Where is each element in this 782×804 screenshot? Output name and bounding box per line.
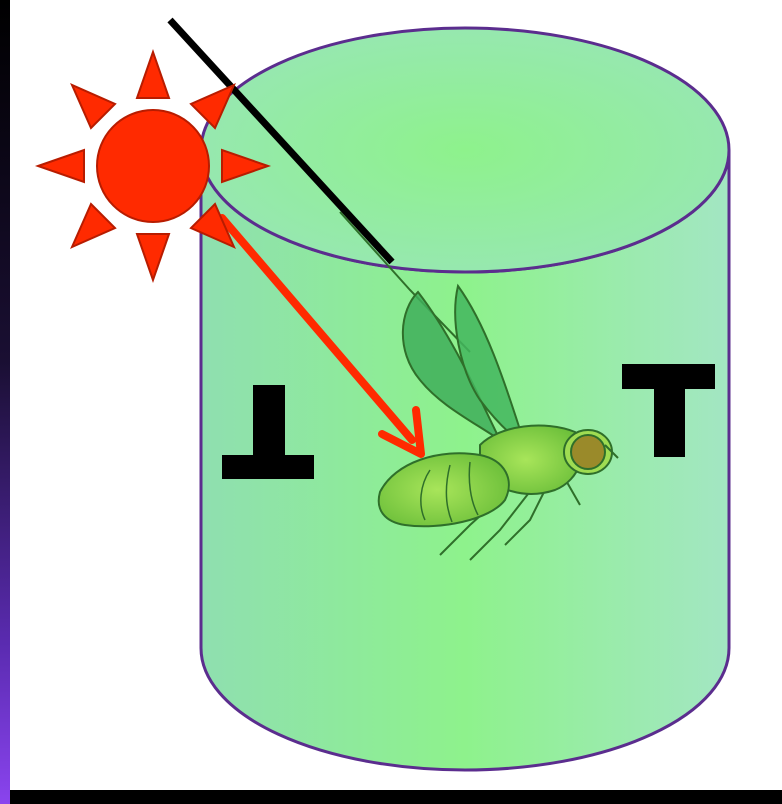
cylinder-top xyxy=(201,28,729,272)
sun-icon xyxy=(38,52,268,280)
